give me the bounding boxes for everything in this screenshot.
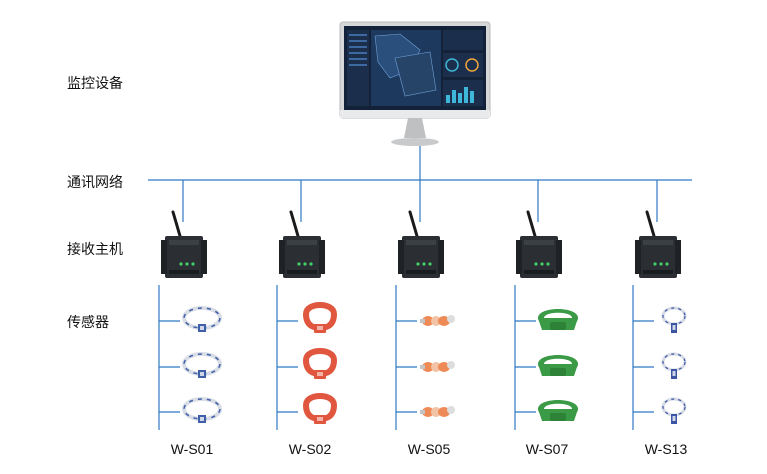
- sensor-icon: [182, 352, 222, 380]
- sensor-icon: [306, 396, 334, 424]
- column-label-ws05: W-S05: [407, 441, 451, 457]
- receiver-icon-1: [159, 210, 209, 280]
- sensor-icon: [661, 352, 687, 381]
- sensor-icon: [420, 315, 455, 326]
- sensor-group-ws02: [306, 305, 334, 424]
- receiver-icon-5: [633, 210, 683, 280]
- sensor-icon: [538, 400, 578, 421]
- row-label-network: 通讯网络: [67, 175, 123, 191]
- monitor-icon: [339, 21, 491, 146]
- sensor-icon: [420, 361, 455, 372]
- column-label-ws07: W-S07: [525, 441, 569, 457]
- receiver-icon-2: [277, 210, 327, 280]
- row-label-monitor: 监控设备: [67, 76, 123, 92]
- sensor-icon: [538, 309, 578, 330]
- sensor-icon: [661, 397, 687, 426]
- sensor-icon: [182, 306, 222, 334]
- receiver-icon-4: [514, 210, 564, 280]
- sensor-group-ws13: [661, 306, 687, 426]
- sensor-group-ws07: [538, 309, 578, 421]
- sensor-group-ws01: [182, 306, 222, 425]
- network-lines: [148, 146, 692, 430]
- column-label-ws02: W-S02: [288, 441, 332, 457]
- column-label-ws01: W-S01: [170, 441, 214, 457]
- row-label-receiver: 接收主机: [67, 242, 123, 258]
- sensor-group-ws05: [420, 315, 455, 417]
- sensor-icon: [661, 306, 687, 335]
- sensor-icon: [306, 305, 334, 333]
- row-label-sensor: 传感器: [67, 315, 109, 331]
- sensor-icon: [182, 397, 222, 425]
- sensor-icon: [306, 351, 334, 379]
- sensor-icon: [420, 406, 455, 417]
- sensor-icon: [538, 355, 578, 376]
- column-label-ws13: W-S13: [644, 441, 688, 457]
- receiver-icon-3: [396, 210, 446, 280]
